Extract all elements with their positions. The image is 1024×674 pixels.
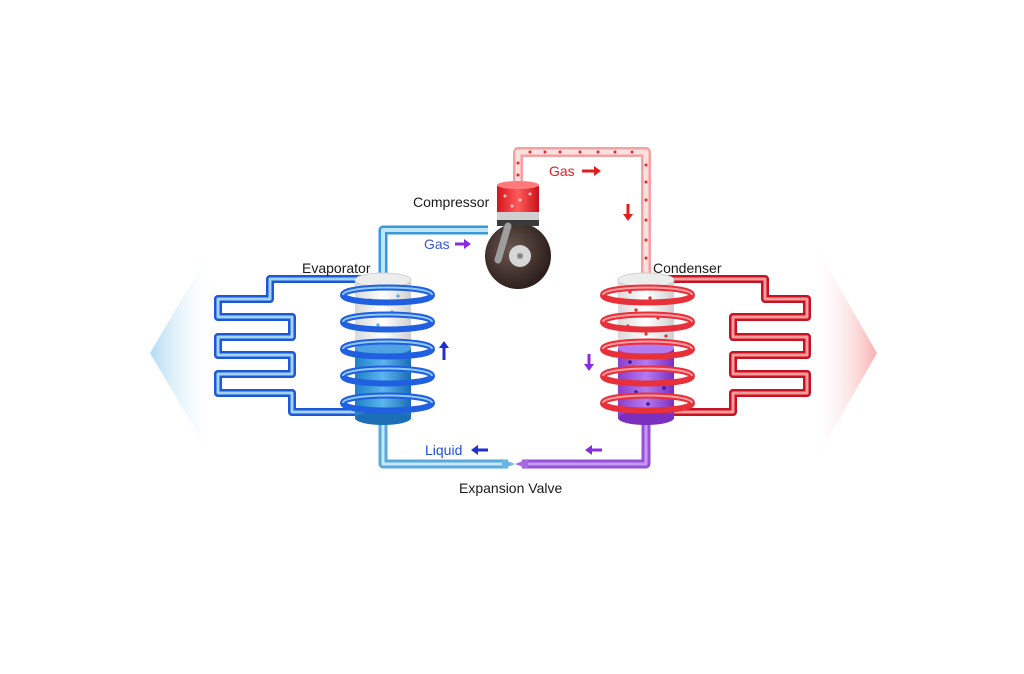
condenser-coil [640, 275, 811, 416]
flow-arrow-condenser-down [584, 354, 594, 371]
cold-gas-label: Gas [424, 236, 450, 252]
hot-air-arrow [812, 240, 877, 466]
evaporator-tank [354, 272, 412, 425]
expansion-valve-label: Expansion Valve [459, 480, 562, 496]
compressor-label: Compressor [413, 194, 490, 210]
liquid-label: Liquid [425, 442, 462, 458]
flow-arrow-hot-gas-down [623, 204, 633, 221]
flow-arrow-mixed-left [585, 445, 602, 455]
cold-air-arrow [150, 240, 217, 466]
compressor [485, 181, 551, 289]
flow-arrow-evaporator-up [439, 341, 449, 360]
hot-gas-dots [516, 150, 648, 260]
evaporator-label: Evaporator [302, 260, 371, 276]
flow-arrow-cold-gas-right [455, 239, 471, 249]
condenser-tank [617, 272, 675, 425]
liquid-hot-pipe [522, 420, 651, 469]
flow-arrow-hot-gas-right [582, 166, 601, 176]
flow-arrow-liquid-left [471, 445, 488, 455]
evaporator-coil [214, 275, 382, 416]
expansion-valve [502, 459, 515, 469]
condenser-label: Condenser [653, 260, 722, 276]
hot-gas-label: Gas [549, 163, 575, 179]
